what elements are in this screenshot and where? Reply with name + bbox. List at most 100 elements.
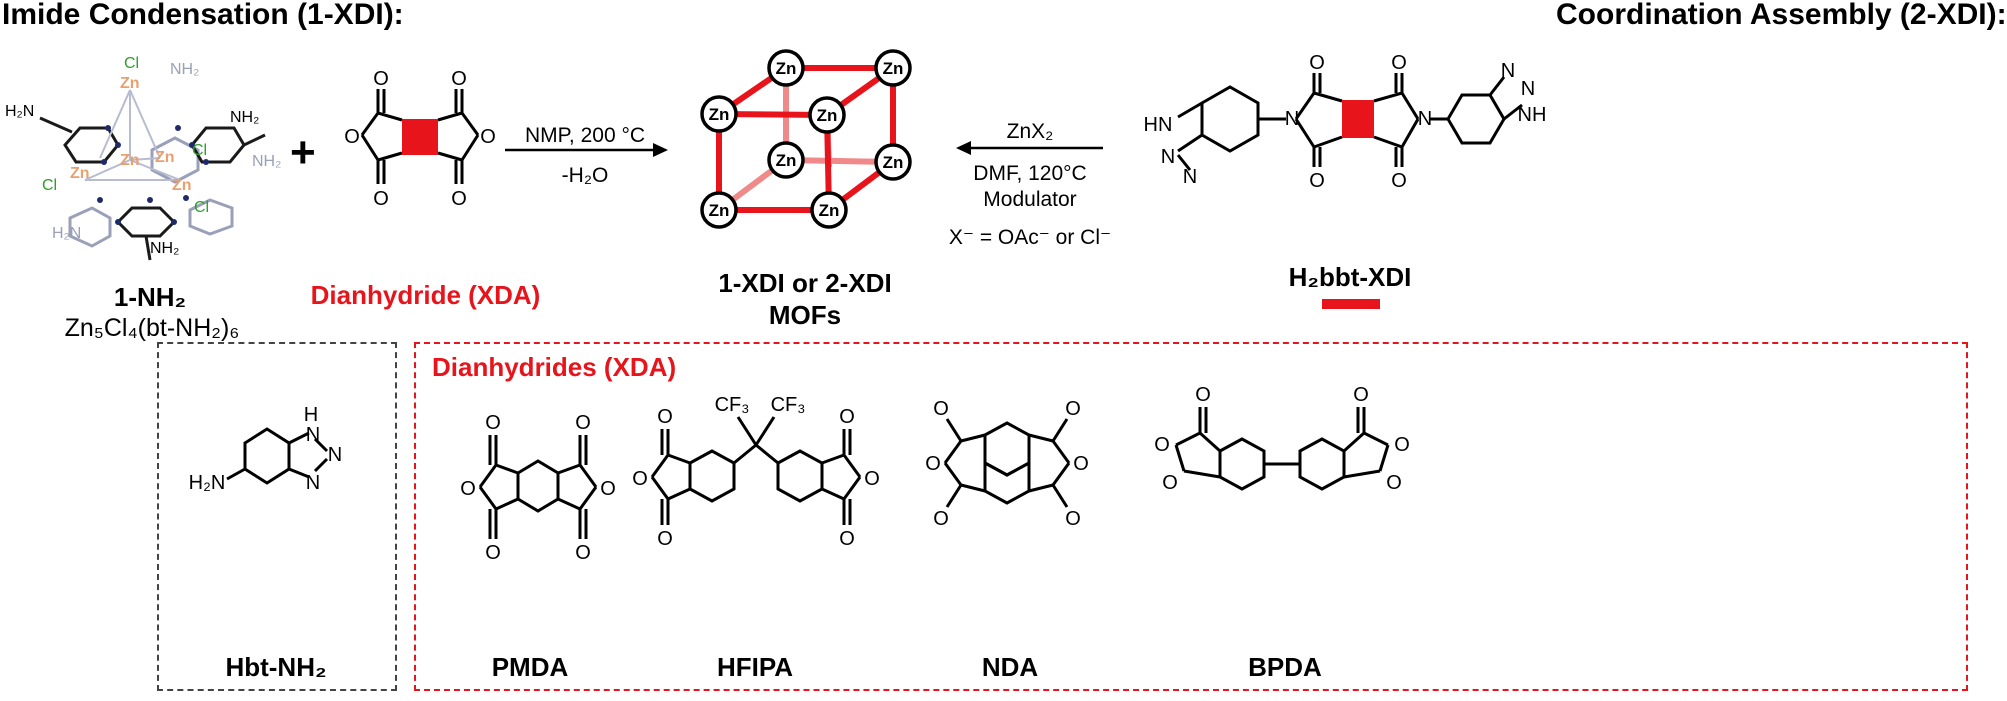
right-condition-4: X⁻ = OAc⁻ or Cl⁻ xyxy=(948,226,1112,249)
cf3-group: CF₃ xyxy=(715,394,750,416)
cube-zn-node: Zn xyxy=(709,105,730,124)
atom-n: N xyxy=(1161,146,1175,168)
right-condition-3: Modulator xyxy=(983,188,1077,211)
heading-coordination-assembly: Coordination Assembly (2-XDI): xyxy=(1556,0,2007,31)
hfipa-label: HFIPA xyxy=(716,652,794,682)
nda-label: NDA xyxy=(981,652,1039,682)
atom-o: O xyxy=(1065,508,1081,530)
left-condition-2: -H₂O xyxy=(561,164,609,187)
cluster-nh2-label: NH₂ xyxy=(150,240,179,257)
bpda-label: BPDA xyxy=(1248,652,1322,682)
atom-h2n: H₂N xyxy=(189,472,226,494)
atom-o: O xyxy=(1154,434,1170,456)
cube-zn-node: Zn xyxy=(709,201,730,220)
cluster-name: 1-NH₂ xyxy=(113,282,187,312)
atom-o: O xyxy=(1309,170,1325,192)
ligand-label: H₂bbt-XDI xyxy=(1288,262,1412,292)
atom-o: O xyxy=(460,478,476,500)
atom-o: O xyxy=(632,468,648,490)
atom-o: O xyxy=(1162,472,1178,494)
right-condition-2: DMF, 120°C xyxy=(973,162,1087,185)
cluster-zn-atom: Zn xyxy=(155,149,175,166)
hfipa-structure: CF₃ CF₃ O O O O O O xyxy=(632,394,880,550)
plus-sign: + xyxy=(290,128,316,177)
atom-n: N xyxy=(1521,78,1535,100)
atom-o: O xyxy=(839,528,855,550)
atom-o: O xyxy=(1073,453,1089,475)
mof-cube-structure: Zn Zn Zn Zn Zn Zn Zn Zn xyxy=(700,49,912,229)
cluster-h2n-label: H₂N xyxy=(52,225,81,242)
atom-o: O xyxy=(1309,52,1325,74)
cluster-cl-atom: Cl xyxy=(192,142,207,159)
left-condition-1: NMP, 200 °C xyxy=(524,124,646,147)
atom-n: N xyxy=(306,472,320,494)
cube-zn-node: Zn xyxy=(883,153,904,172)
atom-n: N xyxy=(1183,166,1197,188)
cluster-zn-atom: Zn xyxy=(120,152,140,169)
xda-box xyxy=(414,342,1968,691)
cluster-nh2-label: NH₂ xyxy=(252,153,281,170)
cube-zn-node: Zn xyxy=(817,106,838,125)
atom-n: N xyxy=(1285,108,1299,130)
atom-n: N xyxy=(1418,108,1432,130)
atom-o: O xyxy=(373,68,389,90)
atom-h: H xyxy=(304,404,318,426)
atom-o: O xyxy=(657,528,673,550)
cf3-group: CF₃ xyxy=(771,394,806,416)
atom-o: O xyxy=(480,126,496,148)
atom-o: O xyxy=(485,542,501,564)
cluster-zn-atom: Zn xyxy=(120,75,140,92)
cluster-cl-atom: Cl xyxy=(42,177,57,194)
hbt-nh2-label: Hbt-NH₂ xyxy=(225,652,327,682)
atom-o: O xyxy=(575,412,591,434)
atom-o: O xyxy=(1065,398,1081,420)
atom-o: O xyxy=(1195,384,1211,406)
atom-o: O xyxy=(344,126,360,148)
product-label-line-2: MOFs xyxy=(768,300,842,330)
atom-o: O xyxy=(1386,472,1402,494)
cube-zn-node: Zn xyxy=(883,59,904,78)
nda-structure: O O O O O O xyxy=(925,398,1089,530)
atom-o: O xyxy=(1353,384,1369,406)
atom-n: N xyxy=(306,424,320,446)
atom-n: N xyxy=(1501,60,1515,82)
cluster-h2n-label: H₂N xyxy=(5,103,34,120)
atom-o: O xyxy=(485,412,501,434)
cube-zn-node: Zn xyxy=(776,59,797,78)
cluster-formula: Zn₅Cl₄(bt-NH₂)₆ xyxy=(64,314,240,342)
ligand-red-bar-marker xyxy=(1322,299,1380,309)
hbt-nh2-structure: H N N N H₂N xyxy=(189,404,343,494)
atom-o: O xyxy=(1391,52,1407,74)
cluster-zn-atom: Zn xyxy=(70,165,90,182)
atom-o: O xyxy=(451,188,467,210)
atom-o: O xyxy=(451,68,467,90)
atom-o: O xyxy=(839,406,855,428)
atom-hn: HN xyxy=(1144,114,1173,136)
atom-o: O xyxy=(933,508,949,530)
cube-zn-node: Zn xyxy=(776,151,797,170)
cluster-nh2-label: NH₂ xyxy=(230,109,259,126)
dianhydride-label: Dianhydride (XDA) xyxy=(310,280,541,310)
atom-o: O xyxy=(1391,170,1407,192)
h2bbt-xdi-structure: HN N N N N O O O O N N NH xyxy=(1144,52,1547,192)
hbt-nh2-box xyxy=(157,342,397,691)
pmda-structure: O O O O O O xyxy=(460,412,616,564)
atom-o: O xyxy=(373,188,389,210)
atom-o: O xyxy=(864,468,880,490)
bpda-structure: O O O O O O xyxy=(1154,384,1410,494)
heading-imide-condensation: Imide Condensation (1-XDI): xyxy=(2,0,404,31)
cluster-nh2-label: NH₂ xyxy=(170,61,199,78)
right-reaction-arrow xyxy=(956,141,1103,155)
pmda-label: PMDA xyxy=(491,652,569,682)
right-condition-1: ZnX₂ xyxy=(1006,120,1054,143)
atom-n: N xyxy=(328,444,342,466)
atom-o: O xyxy=(1394,434,1410,456)
cluster-cl-atom: Cl xyxy=(194,199,209,216)
atom-o: O xyxy=(933,398,949,420)
cluster-1-nh2-structure: Zn Zn Zn Zn Zn Cl Cl Cl Cl H₂N NH₂ NH₂ N… xyxy=(5,55,281,261)
dianhydride-structure: O O O O O O xyxy=(344,68,496,210)
left-reaction-arrow xyxy=(505,143,668,157)
cluster-cl-atom: Cl xyxy=(124,55,139,72)
atom-o: O xyxy=(600,478,616,500)
atom-o: O xyxy=(657,406,673,428)
